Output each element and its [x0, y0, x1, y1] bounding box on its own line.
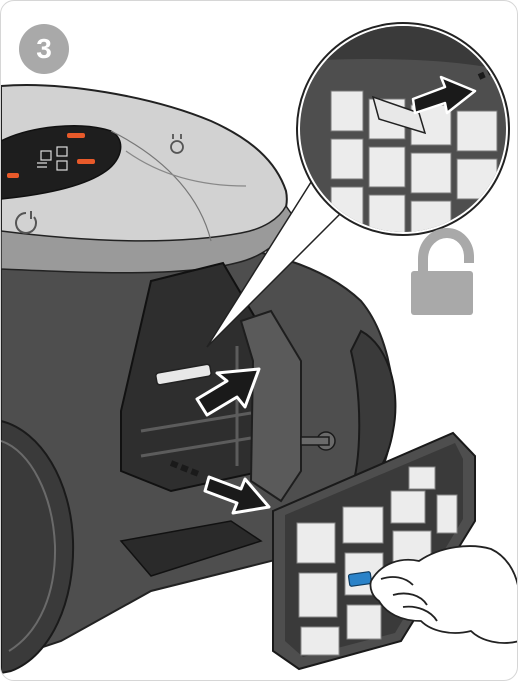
led-indicator [67, 133, 85, 138]
step-number-badge: 3 [19, 24, 69, 74]
led-indicator [7, 173, 19, 178]
unlock-padlock-icon [411, 233, 473, 315]
filter-pull-tab [348, 572, 371, 587]
led-indicator [77, 159, 95, 164]
